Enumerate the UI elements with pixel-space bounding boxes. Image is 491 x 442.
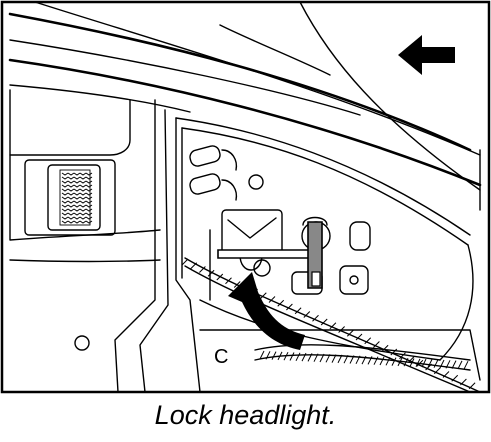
direction-arrow-icon — [398, 35, 455, 75]
fender-panel-lines — [8, 1, 482, 211]
rotation-arrow-icon — [228, 272, 305, 350]
grille-hatching — [61, 172, 93, 224]
allen-key-icon — [217, 216, 328, 289]
headlight-housing — [175, 117, 481, 393]
left-body-panel — [9, 89, 169, 393]
harness-hatching — [181, 258, 476, 390]
headlight-illustration: C — [0, 0, 491, 394]
callout-c: C — [214, 346, 228, 368]
upper-slots — [189, 145, 264, 201]
caption: Lock headlight. — [154, 400, 337, 430]
wiring-harness — [184, 257, 481, 393]
